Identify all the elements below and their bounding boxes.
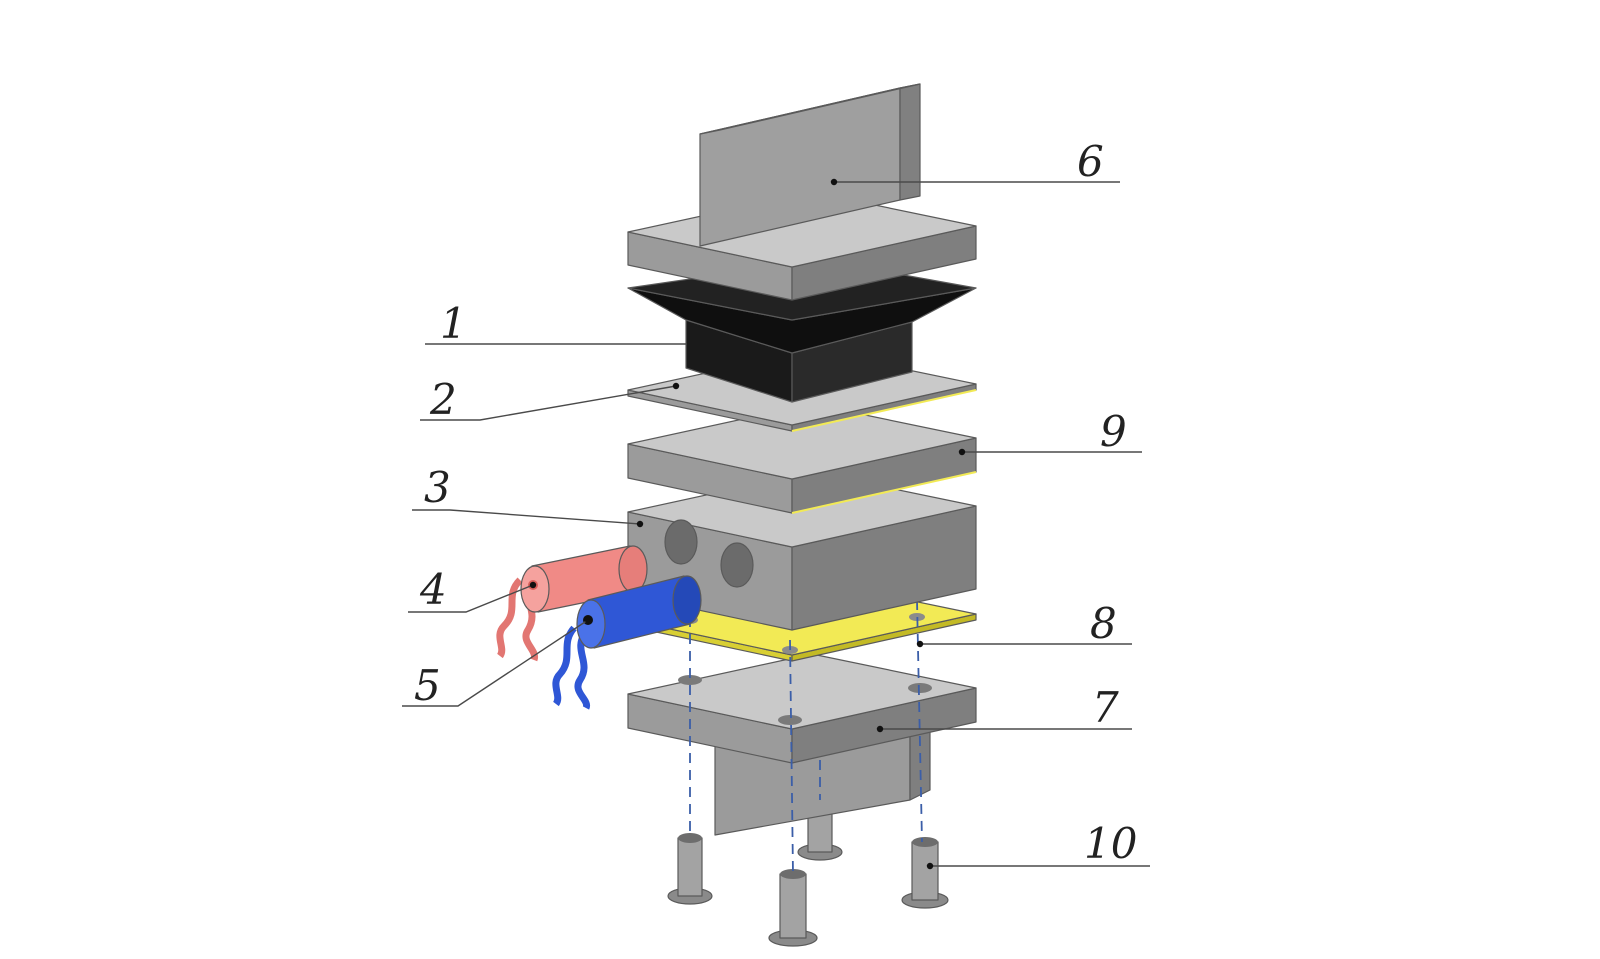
alignment-lines xyxy=(689,599,923,875)
thermal-plate xyxy=(627,403,977,514)
label-6: 6 xyxy=(1077,137,1104,186)
bottom-bracket xyxy=(627,653,977,836)
cold-cylinder xyxy=(552,575,702,710)
label-9: 9 xyxy=(1100,407,1127,456)
block-port-2 xyxy=(720,542,754,588)
label-1: 1 xyxy=(440,299,467,348)
top-bracket xyxy=(627,83,977,301)
label-7: 7 xyxy=(1092,683,1119,732)
label-8: 8 xyxy=(1090,599,1117,648)
block-port-1 xyxy=(664,519,698,565)
label-2: 2 xyxy=(429,375,457,424)
screw-back-left xyxy=(667,833,713,905)
label-4: 4 xyxy=(419,565,447,614)
part-labels: 6 1 2 9 3 4 8 5 7 10 xyxy=(414,137,1137,868)
label-10: 10 xyxy=(1084,819,1137,868)
screw-front-right xyxy=(901,837,949,909)
screw-front-center xyxy=(768,869,818,947)
label-3: 3 xyxy=(424,463,451,512)
leader-lines xyxy=(402,178,1150,870)
label-5: 5 xyxy=(414,661,441,710)
